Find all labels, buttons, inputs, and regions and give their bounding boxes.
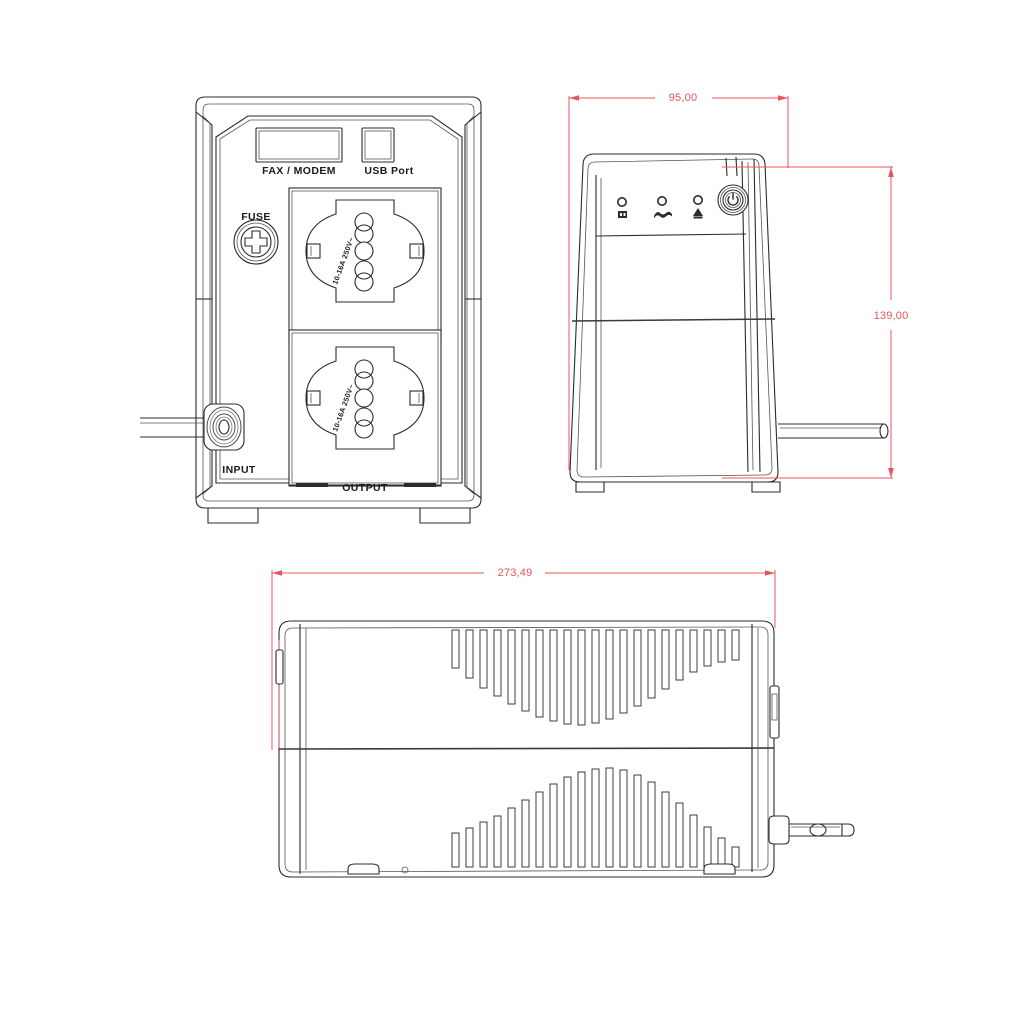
side-foot-right <box>751 481 781 493</box>
top-vent-array-lower <box>451 767 740 868</box>
output-socket-bottom[interactable]: 10-16A 250V~ <box>305 346 425 450</box>
socket-bottom-earth-clip-right <box>409 390 424 406</box>
dim-height-arrow-bottom <box>888 468 894 478</box>
side-panel-seam-top <box>595 233 747 237</box>
fax-modem-port-inner <box>258 130 340 160</box>
usb-port-label: USB Port <box>364 165 413 177</box>
power-button-ring-2 <box>720 187 746 213</box>
battery-icon <box>618 211 627 218</box>
socket-bottom-pin-upper <box>354 359 374 391</box>
output-label: OUTPUT <box>342 482 388 494</box>
front-left-wall <box>195 111 213 499</box>
socket-top-pin-lower <box>354 260 374 292</box>
top-rear-connector-slot <box>771 693 778 721</box>
top-center-split-line <box>278 747 775 750</box>
output-band-tick-left <box>296 483 328 487</box>
dim-height-arrow-top <box>888 167 894 177</box>
warning-icon <box>693 208 703 219</box>
top-screw-boss <box>401 866 409 874</box>
socket-panel-bottom-inner <box>291 332 439 484</box>
dim-depth-arrow-left <box>272 570 282 576</box>
top-view <box>275 620 855 878</box>
fax-modem-port-cutout[interactable] <box>255 127 343 163</box>
fuse-holder-ring <box>236 222 276 262</box>
fax-modem-label: FAX / MODEM <box>262 165 336 177</box>
socket-top-pin-center <box>354 241 374 261</box>
output-band-tick-right <box>404 483 436 487</box>
input-grommet-ring-4 <box>215 416 233 438</box>
fuse-label: FUSE <box>241 211 271 223</box>
power-button-cap <box>725 192 741 208</box>
top-nub-left <box>347 863 380 875</box>
side-rear-rail-b <box>753 158 761 473</box>
ac-wave-icon <box>654 211 672 219</box>
dim-width-arrow-left <box>569 95 579 101</box>
input-grommet-ring-1 <box>206 406 242 448</box>
dimension-group-side: 95,00 139,00 <box>568 92 909 479</box>
top-vent-array-upper <box>451 629 740 726</box>
top-cable-strain-relief <box>768 815 790 845</box>
socket-bottom-pin-lower <box>354 407 374 439</box>
side-rear-rail-a <box>741 160 749 473</box>
input-label: INPUT <box>222 464 256 476</box>
front-foot-left <box>207 507 259 524</box>
indicator-cluster <box>616 195 703 219</box>
led-fault <box>692 195 703 206</box>
usb-port-inner <box>364 130 392 160</box>
side-rear-rail-c <box>747 161 754 471</box>
dimension-group-top: 273,49 <box>271 567 776 750</box>
side-outer-body-inner <box>576 158 773 478</box>
socket-bottom-pin-center <box>354 388 374 408</box>
input-grommet-ring-3 <box>212 413 236 441</box>
socket-top-earth-clip-left <box>306 243 321 259</box>
socket-top-pin-upper <box>354 212 374 244</box>
usb-port-cutout[interactable] <box>361 127 395 163</box>
top-outer-body-inner <box>284 626 769 873</box>
front-shell-inner-line <box>202 103 475 502</box>
front-recessed-panel <box>215 115 463 484</box>
front-right-wall-inner <box>466 115 475 495</box>
output-socket-top[interactable]: 10-16A 250V~ <box>305 199 425 303</box>
side-foot-left <box>575 481 605 493</box>
power-symbol-icon <box>727 195 739 206</box>
socket-top-earth-clip-right <box>409 243 424 259</box>
input-grommet-ring-2 <box>209 409 239 445</box>
top-cable-tip <box>841 823 855 837</box>
led-battery <box>616 197 627 208</box>
input-grommet-bore <box>218 419 230 435</box>
dim-width-text: 95,00 <box>669 92 698 104</box>
front-recessed-panel-inner <box>219 119 459 480</box>
dim-height-text: 139,00 <box>874 310 909 322</box>
fuse-screw-cross-icon <box>244 230 268 254</box>
side-power-cable <box>778 423 889 439</box>
side-body-split-line <box>571 318 776 322</box>
side-view <box>569 153 889 493</box>
led-ac <box>656 196 667 207</box>
input-cable-group: INPUT <box>140 403 256 476</box>
fuse-holder-inner <box>240 226 272 258</box>
front-foot-right <box>419 507 471 524</box>
dim-width-arrow-right <box>778 95 788 101</box>
top-left-edge-notch <box>275 649 284 685</box>
side-cable-end-cap <box>879 423 889 439</box>
top-power-cable <box>768 815 855 845</box>
top-nub-right <box>703 863 736 875</box>
top-cable-ferrule <box>809 823 827 837</box>
power-button-outer-ring <box>717 184 749 216</box>
front-right-wall <box>464 111 482 499</box>
front-left-wall-inner <box>202 115 211 495</box>
power-button-ring-3 <box>722 189 744 211</box>
power-button[interactable] <box>717 184 749 216</box>
front-view: FAX / MODEM USB Port FUSE <box>140 96 482 524</box>
socket-bottom-earth-clip-left <box>306 390 321 406</box>
dim-depth-text: 273,49 <box>498 567 533 579</box>
dim-depth-arrow-right <box>765 570 775 576</box>
